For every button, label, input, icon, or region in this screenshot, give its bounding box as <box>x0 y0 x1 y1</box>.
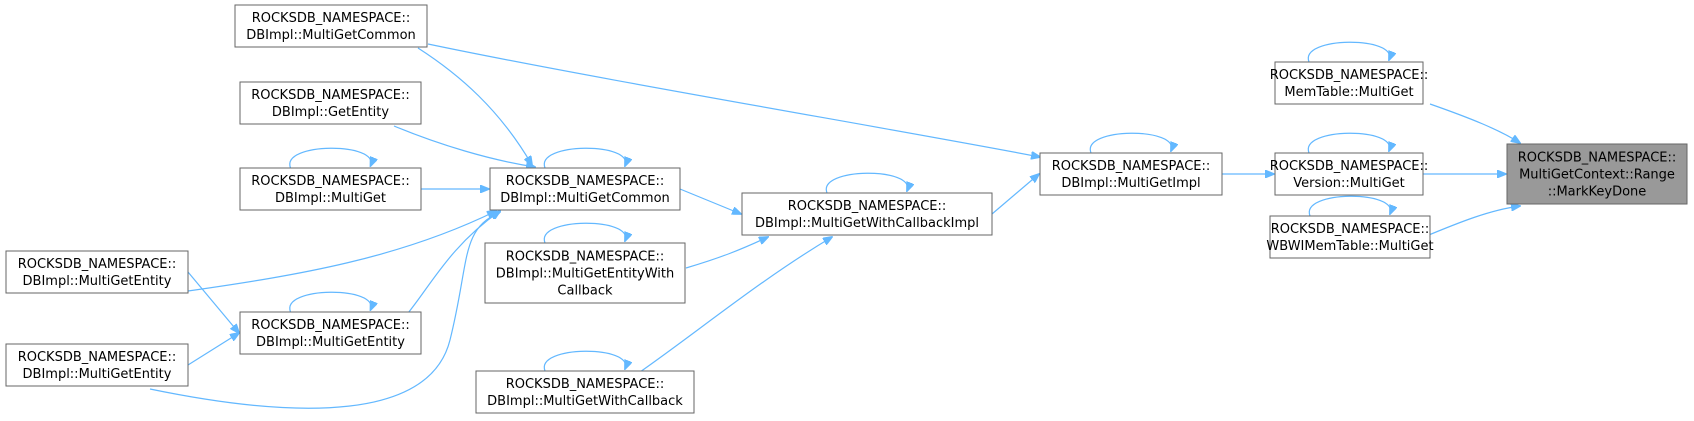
edge-n_memtable-to-n_markkeydone <box>1429 103 1520 143</box>
node-box <box>5 343 189 387</box>
node-markkeydone[interactable]: ROCKSDB_NAMESPACE::MultiGetContext::Rang… <box>1506 143 1688 205</box>
node-box <box>239 167 422 211</box>
node-label-line: ROCKSDB_NAMESPACE:: <box>1518 151 1677 166</box>
node-box <box>1269 215 1431 259</box>
node-version[interactable]: ROCKSDB_NAMESPACE::Version::MultiGet <box>1270 152 1429 196</box>
node-box <box>239 81 422 125</box>
node-label-line: ROCKSDB_NAMESPACE:: <box>1270 159 1429 174</box>
self-loop-n_memtable <box>1307 41 1389 63</box>
node-label-line: ROCKSDB_NAMESPACE:: <box>252 11 411 26</box>
edge-n_common_top-to-n_impl <box>427 43 1040 157</box>
node-entitycb[interactable]: ROCKSDB_NAMESPACE::DBImpl::MultiGetEntit… <box>484 242 686 304</box>
node-label-line: WBWIMemTable::MultiGet <box>1266 239 1433 254</box>
node-label-line: ROCKSDB_NAMESPACE:: <box>251 318 410 333</box>
edge-n_entitycb-to-n_cbimpl <box>685 237 768 269</box>
node-label-line: Version::MultiGet <box>1293 176 1405 191</box>
node-box <box>1039 152 1223 196</box>
node-label-line: ROCKSDB_NAMESPACE:: <box>506 250 665 265</box>
node-label-line: DBImpl::MultiGetWithCallbackImpl <box>755 216 979 231</box>
node-label-line: DBImpl::MultiGetCommon <box>246 28 416 43</box>
node-entity-left2[interactable]: ROCKSDB_NAMESPACE::DBImpl::MultiGetEntit… <box>5 343 189 387</box>
self-loop-n_cbimpl <box>825 172 907 194</box>
node-label-line: ROCKSDB_NAMESPACE:: <box>506 174 665 189</box>
node-withcb[interactable]: ROCKSDB_NAMESPACE::DBImpl::MultiGetWithC… <box>475 370 695 414</box>
node-label-line: DBImpl::MultiGetEntity <box>23 274 172 289</box>
node-label-line: MemTable::MultiGet <box>1284 85 1413 100</box>
edge-n_common_top-to-n_common_main <box>417 47 532 165</box>
node-label-line: DBImpl::MultiGetImpl <box>1061 176 1200 191</box>
node-label-line: DBImpl::MultiGetCommon <box>500 191 670 206</box>
node-label-line: DBImpl::MultiGetEntity <box>23 367 172 382</box>
node-box <box>5 250 189 294</box>
node-box <box>234 4 428 48</box>
node-label-line: ROCKSDB_NAMESPACE:: <box>1271 222 1430 237</box>
edge-n_wbwi-to-n_markkeydone <box>1423 206 1520 238</box>
node-label-line: DBImpl::GetEntity <box>272 105 389 120</box>
node-label-line: ROCKSDB_NAMESPACE:: <box>1270 68 1429 83</box>
self-loop-n_entitycb <box>543 222 625 244</box>
node-label-line: DBImpl::MultiGetEntity <box>256 335 405 350</box>
node-label-line: ROCKSDB_NAMESPACE:: <box>18 257 177 272</box>
node-memtable[interactable]: ROCKSDB_NAMESPACE::MemTable::MultiGet <box>1270 61 1429 105</box>
node-label-line: ROCKSDB_NAMESPACE:: <box>506 377 665 392</box>
node-entity-left1[interactable]: ROCKSDB_NAMESPACE::DBImpl::MultiGetEntit… <box>5 250 189 294</box>
edge-n_entity_left2-to-n_common_main <box>149 212 500 409</box>
node-cbimpl[interactable]: ROCKSDB_NAMESPACE::DBImpl::MultiGetWithC… <box>741 192 993 236</box>
node-common-top[interactable]: ROCKSDB_NAMESPACE::DBImpl::MultiGetCommo… <box>234 4 428 48</box>
node-box <box>1506 143 1688 205</box>
node-label-line: DBImpl::MultiGet <box>275 191 386 206</box>
node-box <box>1274 61 1424 105</box>
node-label-line: ROCKSDB_NAMESPACE:: <box>18 350 177 365</box>
node-label-line: ::MarkKeyDone <box>1548 185 1647 200</box>
self-loop-n_common_main <box>543 147 625 169</box>
self-loop-n_entity_mid <box>289 291 371 313</box>
node-label-line: ROCKSDB_NAMESPACE:: <box>788 199 947 214</box>
node-label-line: ROCKSDB_NAMESPACE:: <box>251 174 410 189</box>
self-loop-n_impl <box>1089 132 1171 154</box>
node-layer: ROCKSDB_NAMESPACE::MultiGetContext::Rang… <box>5 4 1688 414</box>
edge-n_entity_left1-to-n_entity_mid <box>187 271 239 333</box>
node-multiget[interactable]: ROCKSDB_NAMESPACE::DBImpl::MultiGet <box>239 167 422 211</box>
edge-layer <box>149 41 1520 409</box>
self-loop-n_wbwi <box>1308 195 1390 217</box>
node-label-line: DBImpl::MultiGetWithCallback <box>487 394 683 409</box>
node-common-main[interactable]: ROCKSDB_NAMESPACE::DBImpl::MultiGetCommo… <box>489 167 681 211</box>
node-box <box>741 192 993 236</box>
edge-n_entity_left2-to-n_entity_mid <box>187 333 239 366</box>
node-label-line: DBImpl::MultiGetEntityWith <box>496 267 674 282</box>
node-box <box>1274 152 1424 196</box>
edge-n_withcb-to-n_cbimpl <box>639 237 832 373</box>
node-box <box>484 242 686 304</box>
node-box <box>239 311 422 355</box>
node-impl[interactable]: ROCKSDB_NAMESPACE::DBImpl::MultiGetImpl <box>1039 152 1223 196</box>
self-loop-n_withcb <box>543 350 625 372</box>
node-label-line: ROCKSDB_NAMESPACE:: <box>251 88 410 103</box>
self-loop-n_multiget <box>289 147 371 169</box>
node-wbwi[interactable]: ROCKSDB_NAMESPACE::WBWIMemTable::MultiGe… <box>1266 215 1434 259</box>
node-label-line: MultiGetContext::Range <box>1519 168 1675 183</box>
edge-n_cbimpl-to-n_impl <box>991 174 1039 215</box>
node-getentity[interactable]: ROCKSDB_NAMESPACE::DBImpl::GetEntity <box>239 81 422 125</box>
edge-n_common_main-to-n_cbimpl <box>679 188 741 214</box>
node-box <box>489 167 681 211</box>
edge-n_entity_left1-to-n_common_main <box>187 211 496 292</box>
node-entity-mid[interactable]: ROCKSDB_NAMESPACE::DBImpl::MultiGetEntit… <box>239 311 422 355</box>
node-label-line: ROCKSDB_NAMESPACE:: <box>1052 159 1211 174</box>
self-loop-n_version <box>1307 132 1389 154</box>
edge-n_getentity-to-n_common_main <box>393 125 535 167</box>
node-label-line: Callback <box>557 284 613 299</box>
node-box <box>475 370 695 414</box>
